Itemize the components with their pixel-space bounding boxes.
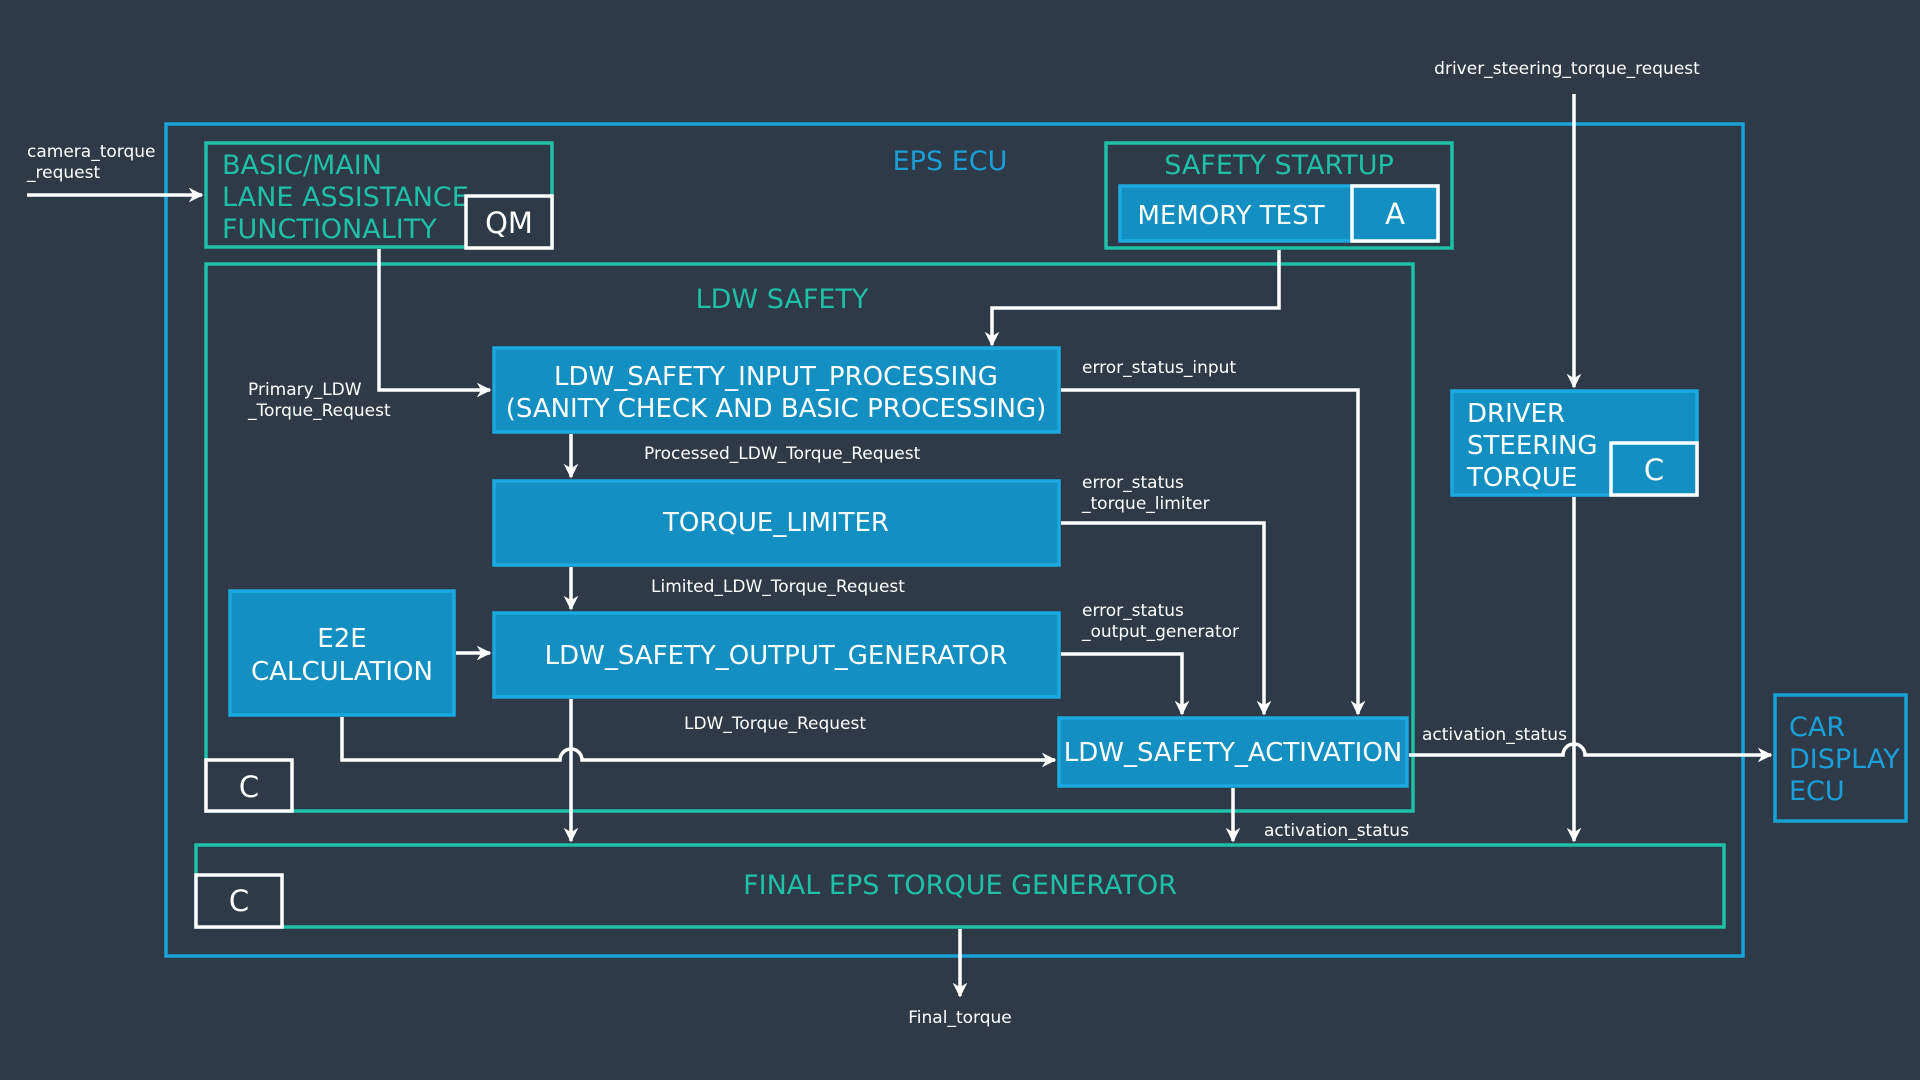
basic-main-line1: BASIC/MAIN <box>222 150 382 181</box>
activation-block[interactable]: LDW_SAFETY_ACTIVATION <box>1057 716 1409 788</box>
car-display-ecu-block[interactable]: CAR DISPLAY ECU <box>1773 693 1908 823</box>
input-processing-line2: (SANITY CHECK AND BASIC PROCESSING) <box>506 394 1047 424</box>
input-processing-block[interactable]: LDW_SAFETY_INPUT_PROCESSING (SANITY CHEC… <box>492 346 1061 434</box>
activation-label: LDW_SAFETY_ACTIVATION <box>1064 738 1403 768</box>
activation-status-right-label: activation_status <box>1422 725 1567 745</box>
processed-request-label: Processed_LDW_Torque_Request <box>644 444 921 464</box>
error-limiter-arrow <box>1061 521 1272 716</box>
asil-ldw-c-label: C <box>239 770 259 804</box>
error-output-label-1: error_status <box>1082 601 1184 621</box>
output-generator-block[interactable]: LDW_SAFETY_OUTPUT_GENERATOR <box>492 611 1061 699</box>
final-eps-title: FINAL EPS TORQUE GENERATOR <box>743 870 1177 901</box>
asil-a-label: A <box>1385 197 1405 231</box>
asil-badge-qm <box>464 194 554 250</box>
error-input-arrow <box>1061 388 1366 716</box>
error-input-label: error_status_input <box>1082 358 1236 378</box>
car-display-line2: DISPLAY <box>1789 744 1900 775</box>
ldw-safety-title: LDW SAFETY <box>696 284 869 315</box>
basic-main-line2: LANE ASSISTANCE <box>222 182 469 213</box>
ldw-torque-request-label: LDW_Torque_Request <box>684 714 866 734</box>
asil-badge-driver-c <box>1609 441 1699 497</box>
safety-startup-block[interactable]: SAFETY STARTUP MEMORY TEST A <box>1104 141 1454 250</box>
car-display-line3: ECU <box>1789 776 1845 807</box>
asil-driver-c-label: C <box>1644 453 1664 487</box>
asil-badge-a <box>1350 184 1440 243</box>
driver-steering-line2: STEERING <box>1467 431 1598 461</box>
final-torque-label: Final_torque <box>908 1008 1011 1028</box>
torque-limiter-label: TORQUE_LIMITER <box>662 508 889 538</box>
asil-badge-final-c <box>194 873 284 929</box>
driver-request-label: driver_steering_torque_request <box>1434 59 1700 79</box>
activation-status-to-display-arrow <box>1409 742 1773 763</box>
ldw-safety-container <box>204 262 1415 813</box>
safety-startup-title: SAFETY STARTUP <box>1164 150 1394 181</box>
driver-steering-line1: DRIVER <box>1467 399 1565 429</box>
driver-steering-line3: TORQUE <box>1466 463 1577 493</box>
asil-qm-label: QM <box>485 206 533 240</box>
driver-steering-torque-block[interactable]: DRIVER STEERING TORQUE C <box>1450 389 1699 497</box>
basic-main-line3: FUNCTIONALITY <box>222 214 437 245</box>
e2e-line1: E2E <box>317 624 366 654</box>
asil-badge-ldw-c <box>204 758 294 813</box>
error-output-arrow <box>1061 652 1190 716</box>
torque-limiter-block[interactable]: TORQUE_LIMITER <box>492 479 1061 567</box>
primary-request-arrow <box>377 249 492 398</box>
memory-test-label: MEMORY TEST <box>1137 201 1324 231</box>
e2e-calculation-block[interactable]: E2E CALCULATION <box>228 589 456 717</box>
error-limiter-label-2: _torque_limiter <box>1081 494 1210 514</box>
final-eps-torque-generator-block[interactable]: FINAL EPS TORQUE GENERATOR C <box>194 843 1726 929</box>
primary-request-label-2: _Torque_Request <box>247 401 391 421</box>
e2e-line2: CALCULATION <box>251 657 433 687</box>
e2e-to-activation-arrow <box>340 717 1057 768</box>
input-processing-line1: LDW_SAFETY_INPUT_PROCESSING <box>554 362 998 392</box>
basic-main-block[interactable]: BASIC/MAIN LANE ASSISTANCE FUNCTIONALITY… <box>204 141 554 250</box>
eps-ecu-title: EPS ECU <box>893 146 1008 177</box>
primary-request-label-1: Primary_LDW <box>248 380 362 400</box>
camera-request-label-2: _request <box>26 163 100 183</box>
error-output-label-2: _output_generator <box>1081 622 1239 642</box>
activation-status-down-label: activation_status <box>1264 821 1409 841</box>
car-display-line1: CAR <box>1789 712 1845 743</box>
limited-request-label: Limited_LDW_Torque_Request <box>651 577 905 597</box>
camera-request-label-1: camera_torque <box>27 142 155 162</box>
output-generator-label: LDW_SAFETY_OUTPUT_GENERATOR <box>545 641 1008 671</box>
asil-final-c-label: C <box>229 884 249 918</box>
error-limiter-label-1: error_status <box>1082 473 1184 493</box>
eps-ecu-boundary <box>164 122 1745 958</box>
memory-test-to-input-arrow <box>984 250 1281 347</box>
